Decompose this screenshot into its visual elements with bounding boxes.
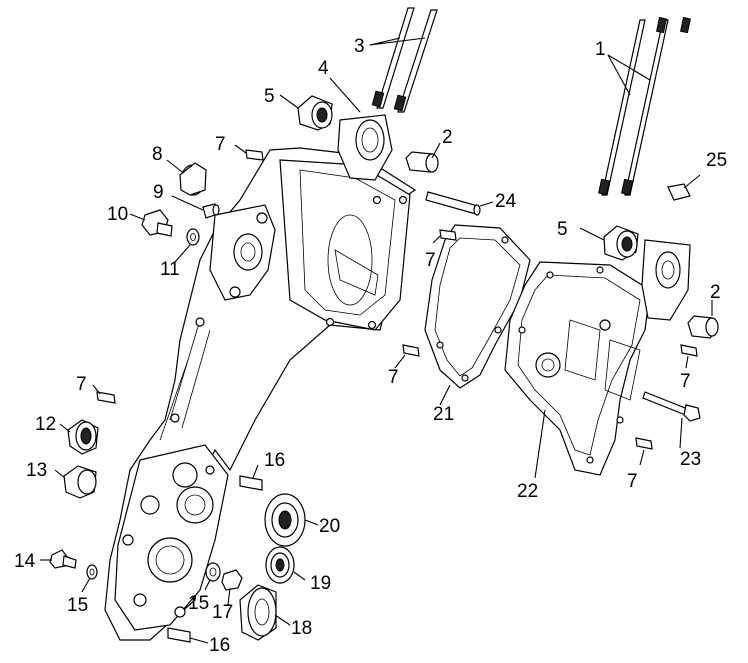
pin-24 <box>425 191 481 216</box>
callout-9: 9 <box>153 182 164 203</box>
callout-5-left: 5 <box>264 86 275 107</box>
drain-plug-10 <box>141 209 173 237</box>
leader-lines <box>40 37 713 644</box>
callout-12: 12 <box>35 414 56 435</box>
callout-19: 19 <box>310 573 331 594</box>
callout-8: 8 <box>152 144 163 165</box>
callout-4: 4 <box>318 58 329 79</box>
bolt-14 <box>49 549 77 569</box>
oil-seal-12 <box>67 419 99 455</box>
callout-7-e: 7 <box>680 371 691 392</box>
callout-5-right: 5 <box>557 219 568 240</box>
callout-23: 23 <box>680 449 701 470</box>
bushing-5-right <box>603 225 639 261</box>
callout-25: 25 <box>706 150 727 171</box>
callout-16-upper: 16 <box>264 450 285 471</box>
gasket-21 <box>424 224 531 389</box>
washer-15-left <box>86 564 98 580</box>
callout-7-c: 7 <box>388 367 399 388</box>
callout-1: 1 <box>595 39 606 60</box>
sleeve-2-right <box>687 315 719 339</box>
callout-2-upper: 2 <box>442 127 453 148</box>
washer-15-right <box>205 562 221 582</box>
callout-2-right: 2 <box>710 282 721 303</box>
callout-15-left: 15 <box>67 595 88 616</box>
bearing-18 <box>239 584 277 641</box>
left-crankcase-half <box>104 114 417 641</box>
callout-13: 13 <box>26 460 47 481</box>
bushing-5-left <box>297 95 333 131</box>
callout-20: 20 <box>319 516 340 537</box>
callout-24: 24 <box>495 191 517 212</box>
bearing-20 <box>264 493 306 547</box>
callout-7-a: 7 <box>215 134 226 155</box>
callout-21: 21 <box>433 404 454 425</box>
sleeve-2-upper <box>405 151 439 173</box>
bolt-23 <box>642 391 701 422</box>
pin-16-upper <box>239 475 263 491</box>
callout-22: 22 <box>517 481 538 502</box>
bushing-9 <box>202 203 220 219</box>
callout-14: 14 <box>14 551 36 572</box>
pin-16-lower <box>167 627 191 643</box>
dowel-pins-7 <box>96 149 698 450</box>
callout-11: 11 <box>160 259 180 280</box>
oil-seal-8 <box>179 162 207 196</box>
stud-pair-1 <box>598 16 691 196</box>
callout-7-b: 7 <box>425 250 436 271</box>
callout-16-lower: 16 <box>209 635 230 656</box>
callout-7-f: 7 <box>627 471 638 492</box>
callout-10: 10 <box>107 204 128 225</box>
bushing-13 <box>63 465 97 499</box>
washer-11 <box>186 228 200 246</box>
right-crankcase-half <box>504 239 691 476</box>
callout-17: 17 <box>212 602 233 623</box>
callout-7-d: 7 <box>76 374 87 395</box>
callout-3: 3 <box>354 36 365 57</box>
bearing-19 <box>265 546 295 584</box>
stud-pair-3 <box>371 7 438 113</box>
plug-17 <box>221 569 243 591</box>
callout-15-right: 15 <box>188 593 209 614</box>
callout-labels: 1 2 2 3 4 5 5 7 7 7 7 7 7 8 9 10 11 12 1… <box>14 36 727 656</box>
callout-18: 18 <box>291 618 312 639</box>
